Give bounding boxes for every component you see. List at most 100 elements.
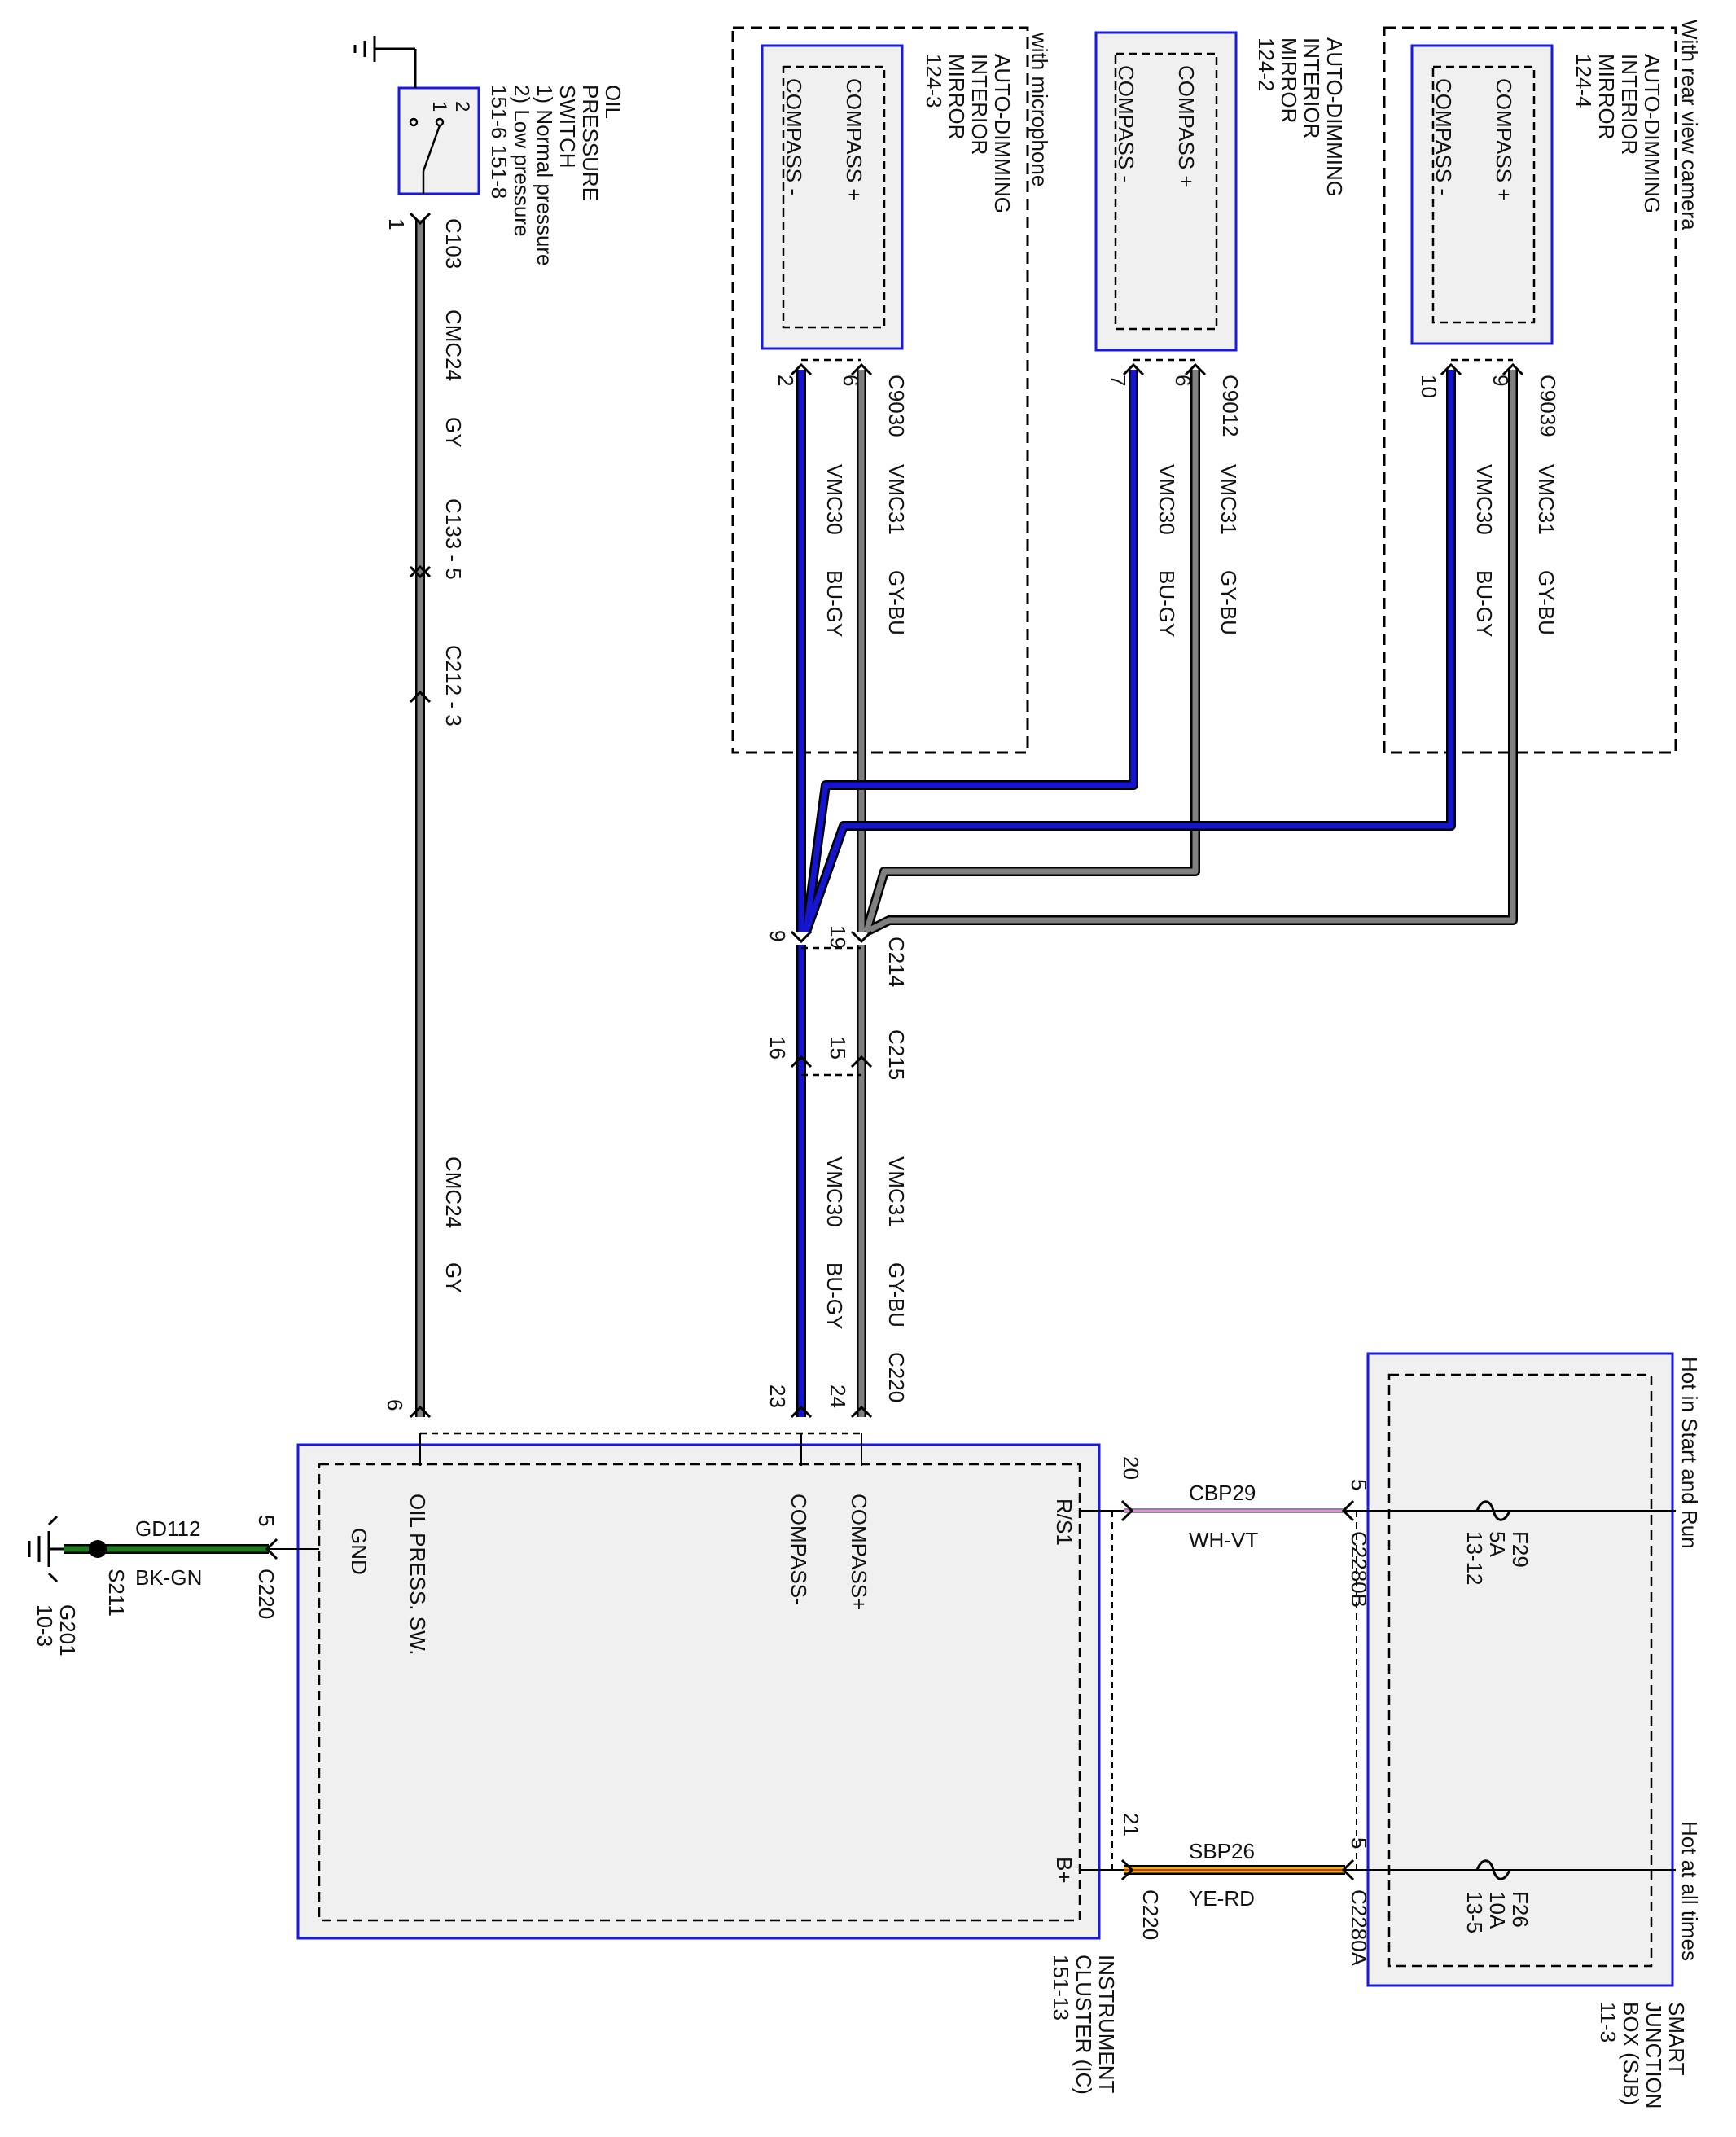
fuse-f29-amp: 5A [1485, 1531, 1510, 1557]
svg-text:BOX (SJB): BOX (SJB) [1619, 2002, 1643, 2105]
m1-gy-bu: GY-BU [884, 570, 909, 635]
connector-links [420, 358, 1513, 1435]
lower-bu-gy: BU-GY [822, 1262, 847, 1329]
smart-junction-box [1366, 1352, 1674, 1987]
svg-text:124-2: 124-2 [1254, 37, 1278, 92]
pin-23: 23 [765, 1384, 790, 1408]
with-microphone-label: with microphone [1028, 32, 1052, 186]
fuse-f29-ref: 13-12 [1462, 1531, 1487, 1586]
svg-text:JUNCTION: JUNCTION [1642, 2002, 1666, 2108]
svg-text:CLUSTER (IC): CLUSTER (IC) [1072, 1955, 1096, 2095]
mirror-2-pin-plus: 6 [1171, 375, 1195, 386]
m1-vmc31: VMC31 [884, 464, 909, 535]
gnd-color: BK-GN [135, 1565, 202, 1590]
power-sbp26: SBP26 [1189, 1839, 1255, 1863]
mirror-3-conn: C9039 [1536, 375, 1560, 437]
svg-text:SWITCH: SWITCH [555, 85, 580, 169]
mirror-1-compass-minus: COMPASS - [782, 78, 806, 195]
power-ye-rd: YE-RD [1189, 1886, 1255, 1911]
svg-text:INSTRUMENT: INSTRUMENT [1094, 1955, 1119, 2094]
m3-vmc31: VMC31 [1534, 464, 1558, 535]
conn-c212: C212 - 3 [441, 645, 466, 726]
hot-all-times: Hot at all times [1677, 1821, 1702, 1961]
wire-gd112 [64, 1538, 319, 1560]
switch-ground-icon [353, 36, 417, 88]
fuse-f29: F29 [1508, 1531, 1532, 1568]
oil-pin-1: 1 [428, 101, 450, 112]
splice-icon [89, 1540, 107, 1558]
svg-text:PRESSURE: PRESSURE [578, 85, 603, 201]
svg-text:INTERIOR: INTERIOR [967, 54, 992, 155]
mirror-3-compass-plus: COMPASS + [1492, 78, 1516, 201]
svg-text:11-3: 11-3 [1596, 2002, 1620, 2043]
svg-text:AUTO-DIMMING: AUTO-DIMMING [990, 54, 1015, 213]
pin-9: 9 [765, 930, 790, 941]
cluster-pins [419, 1433, 862, 1466]
power-pin-5-top: 5 [1347, 1479, 1371, 1490]
cluster-compass-minus: COMPASS- [787, 1494, 811, 1605]
gnd-pin: 5 [254, 1515, 278, 1526]
m2-vmc31: VMC31 [1217, 464, 1241, 535]
svg-text:151-6 151-8: 151-6 151-8 [487, 85, 511, 199]
svg-text:AUTO-DIMMING: AUTO-DIMMING [1640, 54, 1664, 213]
lower-gy-bu: GY-BU [884, 1262, 909, 1327]
cluster-rs1: R/S1 [1052, 1499, 1076, 1546]
oil-pressure-switch [397, 86, 480, 195]
wire-cbp29 [1080, 1499, 1676, 1522]
oil-pin-2: 2 [451, 101, 473, 112]
mirror-2-conn: C9012 [1218, 375, 1243, 437]
pin-24: 24 [826, 1384, 850, 1408]
wire-label-cmc24-lower: CMC24 [441, 1156, 466, 1228]
svg-text:SMART: SMART [1664, 2002, 1689, 2076]
power-c2280b: C2280B [1347, 1531, 1371, 1608]
conn-c133: C133 - 5 [441, 498, 466, 580]
splice-s211: S211 [104, 1569, 129, 1617]
fuse-f29-icon [1475, 1500, 1511, 1521]
fuse-f26-ref: 13-5 [1462, 1891, 1487, 1933]
m2-bu-gy: BU-GY [1155, 570, 1179, 637]
power-wh-vt: WH-VT [1189, 1528, 1258, 1552]
m3-vmc30: VMC30 [1472, 464, 1497, 535]
m1-vmc30: VMC30 [822, 464, 847, 535]
ground-ref: 10-3 [33, 1604, 57, 1647]
ground-icon [28, 1515, 64, 1583]
wire-vmc30 [796, 370, 1456, 1417]
hot-start-run: Hot in Start and Run [1677, 1357, 1702, 1549]
mirror-1-module [761, 44, 904, 350]
svg-text:INTERIOR: INTERIOR [1617, 54, 1642, 155]
mirror-1-compass-plus: COMPASS + [842, 78, 866, 201]
svg-text:1) Normal pressure: 1) Normal pressure [533, 85, 557, 266]
mirror-1-conn: C9030 [884, 375, 909, 437]
mirror-3-label: AUTO-DIMMING INTERIOR MIRROR 124-4 [1572, 54, 1664, 213]
mirror-1-pin-minus: 2 [774, 375, 798, 386]
pin-15: 15 [826, 1036, 850, 1060]
power-pin-21: 21 [1119, 1813, 1143, 1836]
svg-text:151-13: 151-13 [1049, 1955, 1073, 2021]
instrument-cluster [296, 1443, 1101, 1940]
mirror-2-label: AUTO-DIMMING INTERIOR MIRROR 124-2 [1254, 37, 1347, 197]
conn-c214: C214 [884, 937, 909, 987]
power-cbp29: CBP29 [1189, 1481, 1256, 1505]
fuse-f26: F26 [1508, 1891, 1532, 1928]
connector-chevrons [409, 212, 1524, 1419]
wire-label-cmc24: CMC24 [441, 309, 466, 381]
mirror-3-module [1410, 44, 1554, 345]
svg-text:AUTO-DIMMING: AUTO-DIMMING [1322, 37, 1347, 197]
cluster-bplus: B+ [1052, 1857, 1076, 1884]
wire-sbp26 [1080, 1858, 1676, 1881]
m3-bu-gy: BU-GY [1472, 570, 1497, 637]
cluster-compass-plus: COMPASS+ [847, 1494, 871, 1610]
pin-19: 19 [826, 925, 850, 949]
oil-switch-label: OIL PRESSURE SWITCH 1) Normal pressure 2… [487, 85, 625, 266]
mirror-3-pin-minus: 10 [1417, 375, 1441, 398]
svg-text:MIRROR: MIRROR [1277, 37, 1301, 123]
mirror-1-pin-plus: 6 [839, 375, 863, 386]
lower-vmc31: VMC31 [884, 1156, 909, 1227]
svg-text:MIRROR: MIRROR [1594, 54, 1619, 139]
gnd-conn: C220 [254, 1569, 278, 1619]
wire-vmc31 [857, 370, 1518, 1417]
svg-text:MIRROR: MIRROR [945, 54, 969, 139]
svg-text:INTERIOR: INTERIOR [1300, 37, 1324, 138]
fuse-f26-amp: 10A [1485, 1891, 1510, 1929]
